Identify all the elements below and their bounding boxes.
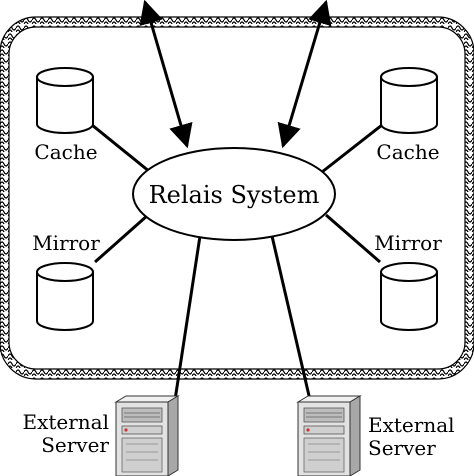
server-tower-icon (114, 395, 180, 476)
mirror-right-label: Mirror (374, 231, 442, 255)
server-right-label-line2: Server (368, 436, 436, 460)
cache-left-label: Cache (34, 140, 97, 164)
bidirectional-arrow-icon (139, 0, 193, 149)
connectors (91, 123, 383, 401)
relais-system-node: Relais System (132, 147, 336, 241)
connector-cache-left (91, 123, 151, 174)
database-cylinder-icon (380, 67, 438, 134)
server-left-label-line1: External (22, 410, 109, 434)
database-cylinder-icon (36, 262, 94, 331)
server-right-label-line1: External (368, 413, 455, 437)
connector-mirror-left (94, 213, 149, 264)
external-arrows (139, 0, 332, 149)
connector-server-left (173, 235, 202, 401)
database-cylinder-icon (380, 262, 438, 331)
connector-mirror-right (325, 213, 381, 264)
server-tower-icon (296, 395, 362, 476)
database-cylinder-icon (36, 67, 94, 134)
cache-right-label: Cache (376, 140, 439, 164)
connector-server-right (270, 235, 312, 401)
server-left-label-line2: Server (41, 433, 109, 457)
system-boundary (0, 16, 474, 380)
bidirectional-arrow-icon (277, 0, 332, 149)
connector-cache-right (321, 123, 383, 174)
mirror-left-label: Mirror (32, 231, 100, 255)
relais-system-label: Relais System (149, 181, 320, 209)
